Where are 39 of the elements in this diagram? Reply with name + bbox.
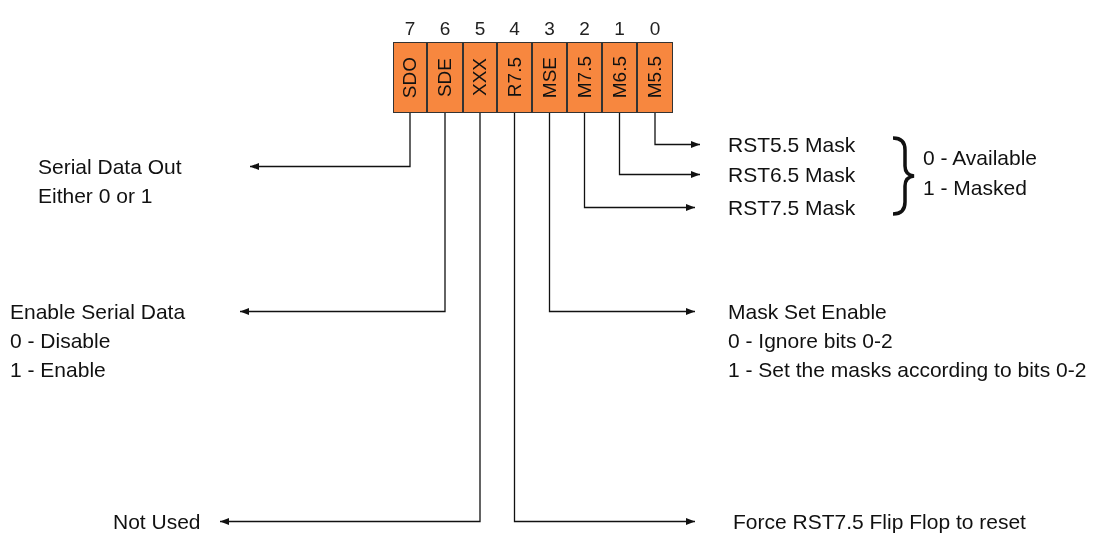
description-heading: RST5.5 Mask — [728, 132, 857, 158]
arrow — [239, 112, 446, 316]
description-line: 0 - Disable — [10, 328, 112, 354]
mask-state-text: 1 - Masked — [923, 175, 1027, 201]
bit-number: 3 — [543, 18, 556, 40]
arrow — [249, 112, 411, 171]
bit-number: 6 — [438, 18, 452, 40]
register-bit-cell: M5.5 — [637, 42, 673, 113]
arrow — [219, 112, 481, 526]
mask-state-text: 0 - Available — [923, 145, 1038, 171]
bit-number: 0 — [648, 18, 662, 40]
register-bit-cell: R7.5 — [497, 42, 532, 113]
bit-number: 7 — [403, 18, 417, 40]
bit-number: 4 — [508, 18, 521, 40]
description-line: Either 0 or 1 — [38, 183, 154, 209]
arrow — [654, 112, 701, 149]
description-heading: RST6.5 Mask — [728, 162, 857, 188]
bit-number: 2 — [578, 18, 591, 40]
description-line: 1 - Set the masks according to bits 0-2 — [728, 357, 1088, 383]
arrow — [513, 112, 696, 526]
arrow — [583, 112, 696, 212]
arrow — [548, 112, 696, 316]
description-heading: RST7.5 Mask — [728, 195, 857, 221]
register-bit-cell: M6.5 — [602, 42, 637, 113]
register-bit-cell: XXX — [463, 42, 497, 113]
register-bit-cell: M7.5 — [567, 42, 602, 113]
register-bit-cell: MSE — [532, 42, 567, 113]
bit-number: 1 — [613, 18, 626, 40]
description-heading: Mask Set Enable — [728, 299, 888, 325]
register-bit-cell: SDE — [427, 42, 463, 113]
description-line: 1 - Enable — [10, 357, 107, 383]
description-heading: Enable Serial Data — [10, 299, 187, 325]
bit-number: 5 — [473, 18, 487, 40]
description-line: 0 - Ignore bits 0-2 — [728, 328, 894, 354]
description-heading: Serial Data Out — [38, 154, 183, 180]
arrow — [618, 112, 701, 179]
description-heading: Not Used — [113, 509, 202, 535]
description-heading: Force RST7.5 Flip Flop to reset — [733, 509, 1027, 535]
register-bit-cell: SDO — [393, 42, 427, 113]
